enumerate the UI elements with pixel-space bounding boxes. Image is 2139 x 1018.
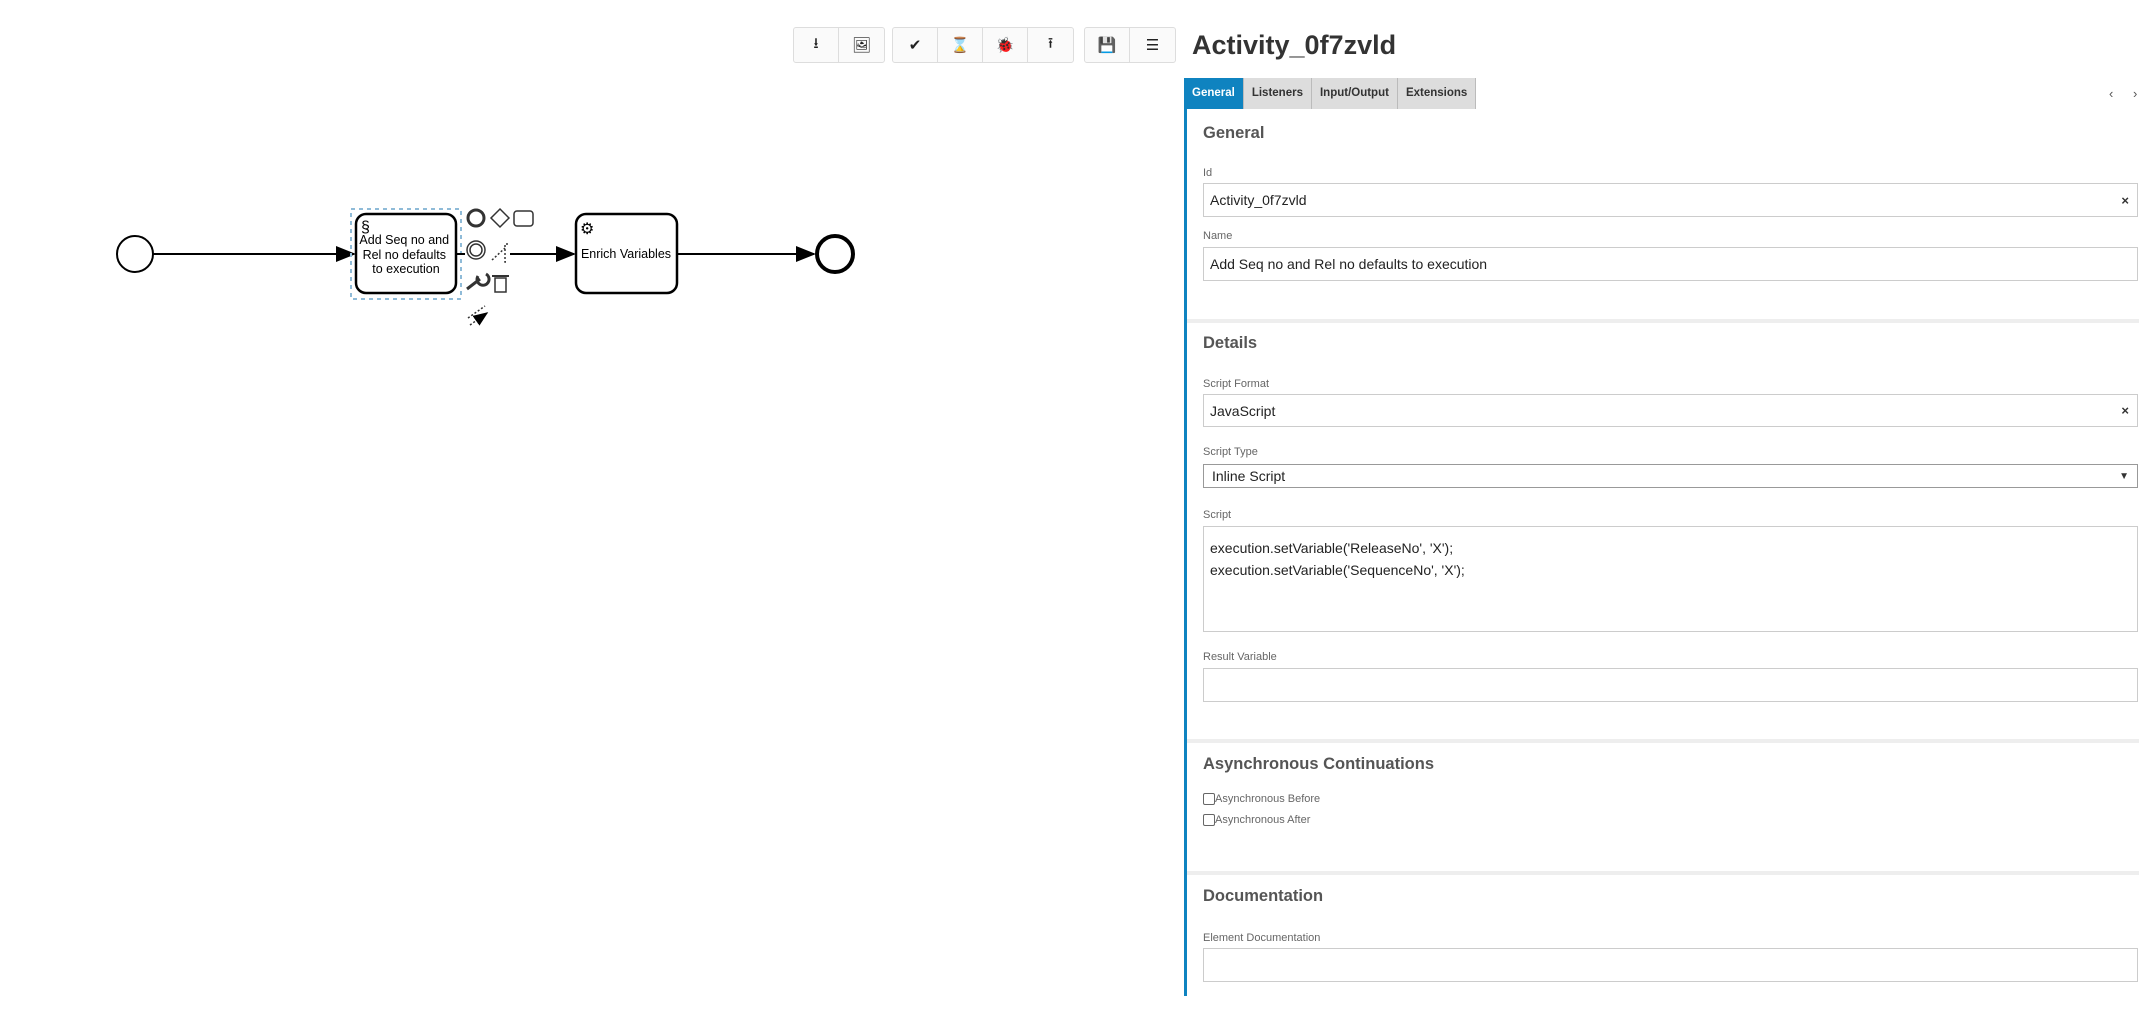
id-label: Id bbox=[1203, 167, 1213, 179]
properties-panel: Activity_0f7zvld General Listeners Input… bbox=[1184, 0, 2139, 1018]
text-annotation-icon[interactable] bbox=[491, 243, 508, 263]
export-toolbar-group: ⭳ 🖼 bbox=[793, 27, 885, 63]
checkbox-icon[interactable] bbox=[1203, 814, 1215, 826]
append-gateway-icon[interactable] bbox=[489, 207, 511, 229]
result-variable-label: Result Variable bbox=[1203, 651, 1277, 663]
script-line: execution.setVariable('ReleaseNo', 'X'); bbox=[1210, 540, 1454, 556]
wrench-icon[interactable] bbox=[466, 272, 491, 291]
bpmn-canvas[interactable]: ⭳ 🖼 ✔ ⌛ 🐞 ⭱ 💾 ☰ § Add Seq no and Rel no … bbox=[0, 0, 1184, 1018]
divider bbox=[1187, 739, 2139, 743]
clear-script-format-icon[interactable]: × bbox=[2121, 403, 2129, 418]
script-format-value: JavaScript bbox=[1210, 402, 1276, 419]
trash-icon[interactable] bbox=[492, 275, 509, 293]
hourglass-icon: ⌛ bbox=[950, 37, 970, 54]
async-before-checkbox[interactable]: Asynchronous Before bbox=[1203, 793, 1320, 805]
start-event[interactable] bbox=[116, 235, 154, 273]
script-textarea[interactable]: execution.setVariable('ReleaseNo', 'X');… bbox=[1203, 526, 2138, 632]
tab-general[interactable]: General bbox=[1184, 78, 1244, 109]
id-input[interactable]: Activity_0f7zvld × bbox=[1203, 183, 2138, 217]
name-label: Name bbox=[1203, 230, 1233, 242]
bug-icon: 🐞 bbox=[995, 37, 1015, 54]
tab-prev-icon[interactable]: ‹ bbox=[2109, 86, 2114, 101]
append-end-event-icon[interactable] bbox=[466, 208, 486, 228]
append-task-icon[interactable] bbox=[513, 210, 534, 227]
tools-toolbar-group: ✔ ⌛ 🐞 ⭱ bbox=[892, 27, 1074, 63]
image-icon: 🖼 bbox=[851, 37, 872, 54]
script-icon: § bbox=[361, 219, 370, 236]
chevron-down-icon: ▼ bbox=[2119, 470, 2129, 482]
simulate-button[interactable]: ⌛ bbox=[938, 28, 983, 62]
end-event[interactable] bbox=[815, 234, 855, 274]
script-type-label: Script Type bbox=[1203, 446, 1258, 458]
element-documentation-label: Element Documentation bbox=[1203, 932, 1321, 944]
save-icon: 💾 bbox=[1097, 37, 1117, 54]
panel-title: Activity_0f7zvld bbox=[1192, 30, 1397, 60]
list-icon: ☰ bbox=[1145, 37, 1160, 54]
script-type-value: Inline Script bbox=[1212, 468, 1286, 484]
export-image-button[interactable]: 🖼 bbox=[839, 28, 884, 62]
result-variable-input[interactable] bbox=[1203, 668, 2138, 702]
script-line: execution.setVariable('SequenceNo', 'X')… bbox=[1210, 562, 1465, 578]
task1-line: Rel no defaults bbox=[363, 248, 446, 262]
validate-button[interactable]: ✔ bbox=[893, 28, 938, 62]
deploy-button[interactable]: ⭱ bbox=[1028, 28, 1073, 62]
xml-view-button[interactable]: ☰ bbox=[1130, 28, 1175, 62]
tab-bar: General Listeners Input/Output Extension… bbox=[1184, 78, 1477, 109]
section-async-heading: Asynchronous Continuations bbox=[1203, 755, 1434, 773]
section-documentation-heading: Documentation bbox=[1203, 887, 1324, 905]
bpmn-diagram: § Add Seq no and Rel no defaults to exec… bbox=[116, 207, 855, 1018]
tab-next-icon[interactable]: › bbox=[2133, 86, 2138, 101]
clear-id-icon[interactable]: × bbox=[2121, 192, 2129, 208]
download-icon: ⭳ bbox=[813, 34, 819, 52]
script-format-input[interactable]: JavaScript × bbox=[1203, 394, 2138, 427]
async-after-label: Asynchronous After bbox=[1215, 814, 1311, 826]
script-type-select[interactable]: Inline Script ▼ bbox=[1203, 464, 2138, 488]
panel-body: General Id Activity_0f7zvld × Name Add Se… bbox=[1184, 109, 2139, 996]
divider bbox=[1187, 871, 2139, 875]
task1-line: to execution bbox=[372, 262, 439, 276]
element-documentation-textarea[interactable] bbox=[1203, 948, 2138, 982]
svg-text:Add Seq no and Rel no defau: Add Seq no and Rel no defaults to execut… bbox=[359, 233, 452, 276]
section-general-heading: General bbox=[1203, 124, 1265, 142]
save-button[interactable]: 💾 bbox=[1085, 28, 1130, 62]
check-icon: ✔ bbox=[908, 37, 922, 54]
gears-icon: ⚙ bbox=[580, 221, 594, 238]
tab-input-output[interactable]: Input/Output bbox=[1311, 78, 1398, 109]
tab-listeners[interactable]: Listeners bbox=[1243, 78, 1312, 109]
script-format-label: Script Format bbox=[1203, 378, 1270, 390]
name-textarea[interactable]: Add Seq no and Rel no defaults to execut… bbox=[1203, 247, 2138, 281]
divider bbox=[1187, 319, 2139, 323]
task1-line: Add Seq no and bbox=[359, 233, 449, 247]
upload-icon: ⭱ bbox=[1047, 34, 1054, 52]
file-toolbar-group: 💾 ☰ bbox=[1084, 27, 1176, 63]
checkbox-icon[interactable] bbox=[1203, 793, 1215, 805]
async-after-checkbox[interactable]: Asynchronous After bbox=[1203, 814, 1310, 826]
script-label: Script bbox=[1203, 509, 1232, 521]
id-value: Activity_0f7zvld bbox=[1210, 192, 1307, 208]
append-intermediate-event-icon[interactable] bbox=[466, 240, 486, 260]
debug-button[interactable]: 🐞 bbox=[983, 28, 1028, 62]
tab-extensions[interactable]: Extensions bbox=[1397, 78, 1477, 109]
name-value: Add Seq no and Rel no defaults to execut… bbox=[1210, 256, 1488, 272]
section-details-heading: Details bbox=[1203, 334, 1258, 352]
download-button[interactable]: ⭳ bbox=[794, 28, 839, 62]
connect-icon[interactable] bbox=[467, 306, 487, 325]
async-before-label: Asynchronous Before bbox=[1215, 793, 1321, 805]
task2-label: Enrich Variables bbox=[581, 247, 671, 261]
